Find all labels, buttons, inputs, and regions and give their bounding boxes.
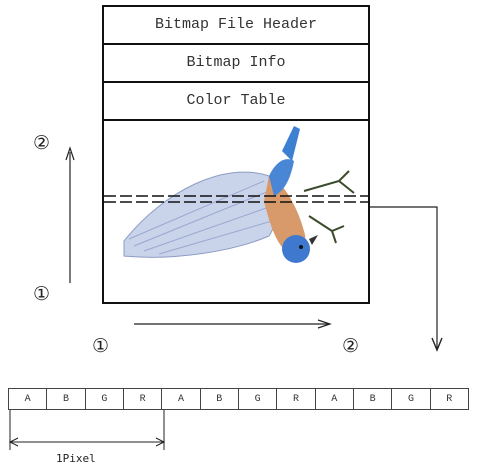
byte-cell: A (7, 388, 48, 410)
byte-cell: B (352, 388, 393, 410)
horizontal-end-marker: ② (342, 335, 360, 357)
pixel-label: 1Pixel (56, 452, 96, 465)
connector-line (370, 206, 438, 348)
pixel-byte-table: A B G R A B G R A B G R (7, 388, 470, 410)
vertical-end-marker: ② (33, 132, 51, 154)
byte-cell: G (391, 388, 431, 410)
byte-cell: B (46, 388, 86, 410)
byte-cell: R (429, 388, 470, 410)
bitmap-structure: Bitmap File Header Bitmap Info Color Tab… (102, 5, 370, 304)
byte-cell: G (237, 388, 278, 410)
byte-cell: R (122, 388, 163, 410)
bird-image (104, 126, 368, 263)
byte-cell: G (84, 388, 124, 410)
vertical-start-marker: ① (33, 283, 51, 305)
byte-cell: A (161, 388, 201, 410)
bitmap-image-data (102, 119, 370, 304)
byte-cell: B (199, 388, 239, 410)
byte-cell: A (314, 388, 354, 410)
pixel-byte-row: A B G R A B G R A B G R (7, 388, 470, 410)
vertical-arrow-head (65, 146, 75, 161)
byte-cell: R (276, 388, 316, 410)
horizontal-start-marker: ① (92, 335, 110, 357)
connector-arrow-head (431, 337, 443, 352)
horizontal-arrow-head (317, 319, 332, 329)
